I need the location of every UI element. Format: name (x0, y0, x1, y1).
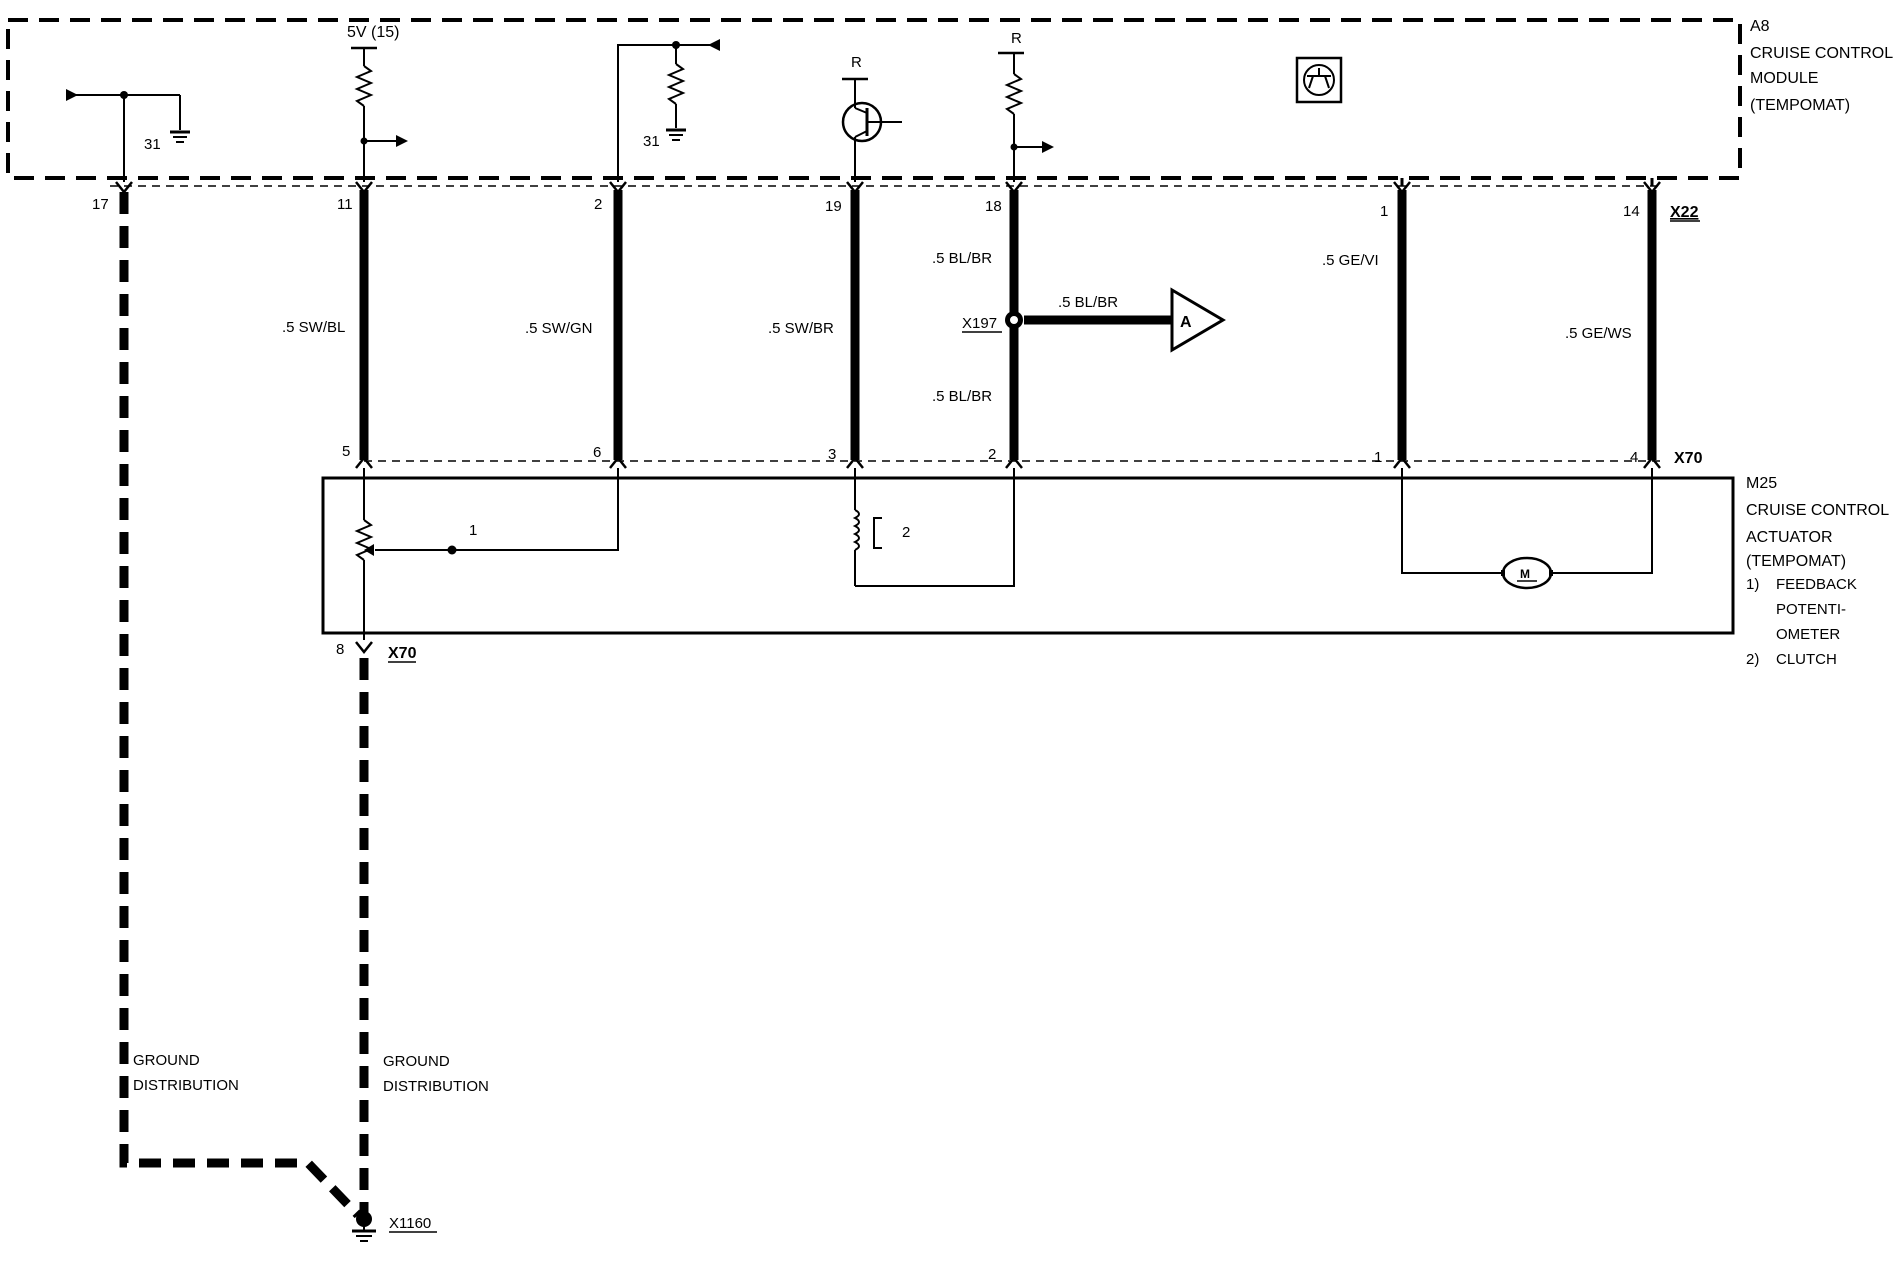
splice-x197: X197 .5 BL/BR A (962, 287, 1226, 353)
pin-bottom-4: 4 (1630, 449, 1638, 466)
module-dashed-border (6, 18, 1742, 180)
transistor-icon (841, 101, 902, 143)
module-input-17: 31 (66, 89, 190, 182)
x70-top-label: X70 (1674, 450, 1703, 467)
feed-r-label-2: R (1011, 30, 1022, 47)
potentiometer-label: 1 (469, 522, 477, 539)
ground-31-left: 31 (144, 136, 161, 153)
wire-label-ge-ws: .5 GE/WS (1565, 325, 1632, 342)
wire-label-bl-br-upper: .5 BL/BR (932, 250, 992, 267)
pin-ground-8: 8 (336, 641, 344, 658)
cruise-control-module: A8 CRUISE CONTROL MODULE (TEMPOMAT) 3 (6, 18, 1893, 186)
actuator-border (321, 476, 1735, 635)
x70-bottom-label: X70 (388, 645, 417, 662)
motor-label: M (1520, 567, 1530, 581)
ground-31-right: 31 (643, 133, 660, 150)
x22-pin-chevrons (115, 181, 1661, 195)
wire-label-sw-bl: .5 SW/BL (282, 319, 345, 336)
pin-top-18: 18 (985, 198, 1002, 215)
feed-r-label-1: R (851, 54, 862, 71)
ground-symbol-icon (170, 130, 190, 143)
connection-arrow-a-icon (1170, 287, 1226, 353)
clutch-label: 2 (902, 524, 910, 541)
motor-icon: M (1401, 468, 1653, 590)
module-pin2-branch: 31 (617, 39, 720, 182)
module-id: A8 (1750, 18, 1770, 35)
module-pin18-branch: R (998, 30, 1054, 182)
ground-symbol-icon (666, 128, 686, 141)
actuator-name-line2: ACTUATOR (1746, 529, 1833, 546)
transistor-box-icon (1295, 56, 1343, 104)
wire-label-bl-br-lower: .5 BL/BR (932, 388, 992, 405)
pin-bottom-1: 1 (1374, 449, 1382, 466)
x22-label: X22 (1670, 204, 1699, 221)
pin-top-17: 17 (92, 196, 109, 213)
pin-top-19: 19 (825, 198, 842, 215)
clutch-coil-icon: 2 (852, 468, 1015, 587)
ground-right-line2: DISTRIBUTION (383, 1078, 489, 1095)
note1-number: 1) (1746, 576, 1759, 593)
resistor-icon (354, 65, 374, 107)
pin-bottom-2: 2 (988, 446, 996, 463)
arrow-label-a: A (1180, 314, 1192, 331)
module-name-line1: CRUISE CONTROL (1750, 45, 1893, 62)
ground-distribution-wires (119, 192, 369, 1219)
module-name-line2: MODULE (1750, 70, 1818, 87)
ground-left-line1: GROUND (133, 1052, 200, 1069)
resistor-icon (666, 63, 686, 105)
pin-top-11: 11 (337, 196, 353, 213)
module-transistor-branch: R (841, 54, 902, 182)
resistor-icon (1004, 73, 1024, 115)
ground-right-line1: GROUND (383, 1053, 450, 1070)
note2-number: 2) (1746, 651, 1759, 668)
note1-line-c: OMETER (1776, 626, 1840, 643)
pin-bottom-5: 5 (342, 443, 350, 460)
ground-left-line2: DISTRIBUTION (133, 1077, 239, 1094)
ground-point-x1160: X1160 (352, 1211, 437, 1242)
supply-label: 5V (15) (347, 24, 399, 41)
x70-pin-chevrons (355, 455, 1661, 469)
x70-ground-chevron (355, 641, 373, 655)
pin-top-14: 14 (1623, 203, 1640, 220)
note2-line-a: CLUTCH (1776, 651, 1837, 668)
actuator-id: M25 (1746, 475, 1777, 492)
note1-line-a: FEEDBACK (1776, 576, 1857, 593)
potentiometer-icon: 1 (354, 468, 619, 640)
splice-branch-label: .5 BL/BR (1058, 294, 1118, 311)
pin-top-1: 1 (1380, 203, 1388, 220)
note1-line-b: POTENTI- (1776, 601, 1846, 618)
splice-label: X197 (962, 315, 997, 332)
ground-point-label: X1160 (389, 1215, 431, 1232)
actuator-name-line3: (TEMPOMAT) (1746, 553, 1846, 570)
cruise-control-actuator: 1 2 M M25 CRUISE CONTROL ACTUATOR (TEMPO… (321, 468, 1889, 668)
module-supply-branch: 5V (15) (347, 24, 408, 182)
wire-label-sw-br: .5 SW/BR (768, 320, 834, 337)
pin-top-2: 2 (594, 196, 602, 213)
pin-bottom-6: 6 (593, 444, 601, 461)
actuator-name-line1: CRUISE CONTROL (1746, 502, 1889, 519)
wire-label-sw-gn: .5 SW/GN (525, 320, 593, 337)
pin-bottom-3: 3 (828, 446, 836, 463)
wire-label-ge-vi: .5 GE/VI (1322, 252, 1379, 269)
module-name-line3: (TEMPOMAT) (1750, 97, 1850, 114)
